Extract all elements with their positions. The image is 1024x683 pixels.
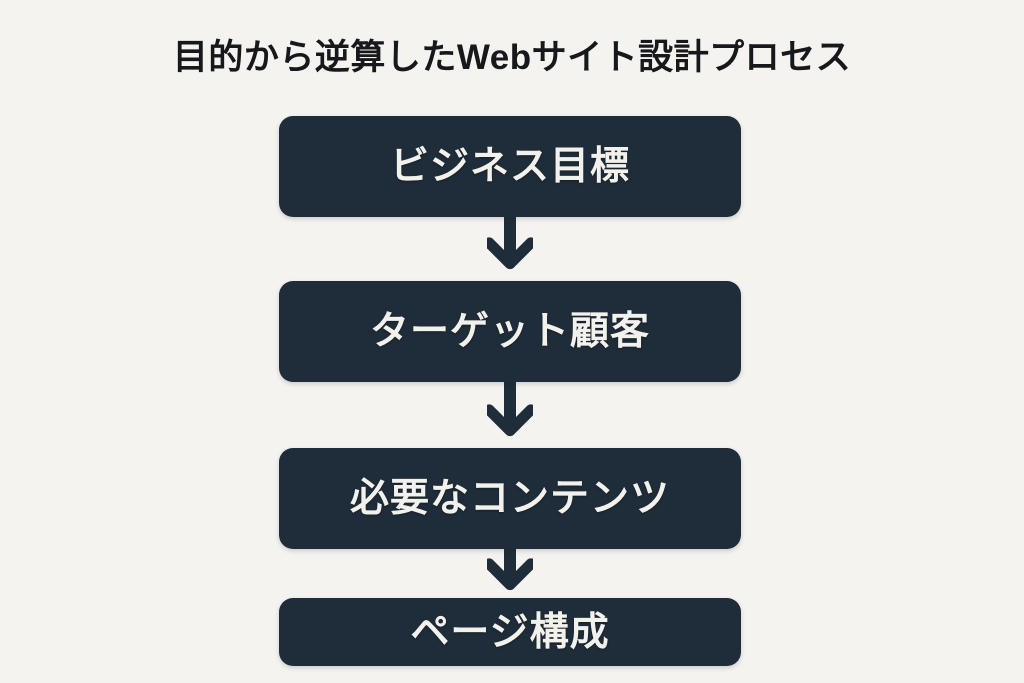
down-arrow-icon [487, 549, 533, 593]
flow-node-label: ターゲット顧客 [369, 310, 650, 353]
flow-node-page-structure[interactable]: ページ構成 [279, 598, 741, 666]
down-arrow-icon [487, 382, 533, 440]
down-arrow-icon [487, 217, 533, 273]
flow-step-2: ターゲット顧客 [279, 281, 741, 382]
flow-step-4: ページ構成 [279, 598, 741, 666]
flow-step-3: 必要なコンテンツ [279, 448, 741, 549]
flow-node-label: ページ構成 [410, 610, 610, 654]
connector-3 [279, 549, 741, 598]
flow-node-target-customer[interactable]: ターゲット顧客 [279, 281, 741, 382]
flow-node-required-content[interactable]: 必要なコンテンツ [279, 448, 741, 549]
flowchart-container: ビジネス目標 ターゲット顧客 [279, 116, 741, 666]
flow-node-label: 必要なコンテンツ [349, 477, 670, 520]
flow-step-1: ビジネス目標 [279, 116, 741, 217]
connector-2 [279, 382, 741, 448]
connector-1 [279, 217, 741, 281]
flow-node-label: ビジネス目標 [389, 145, 630, 188]
flow-node-business-goal[interactable]: ビジネス目標 [279, 116, 741, 217]
page-title: 目的から逆算したWebサイト設計プロセス [172, 38, 852, 77]
